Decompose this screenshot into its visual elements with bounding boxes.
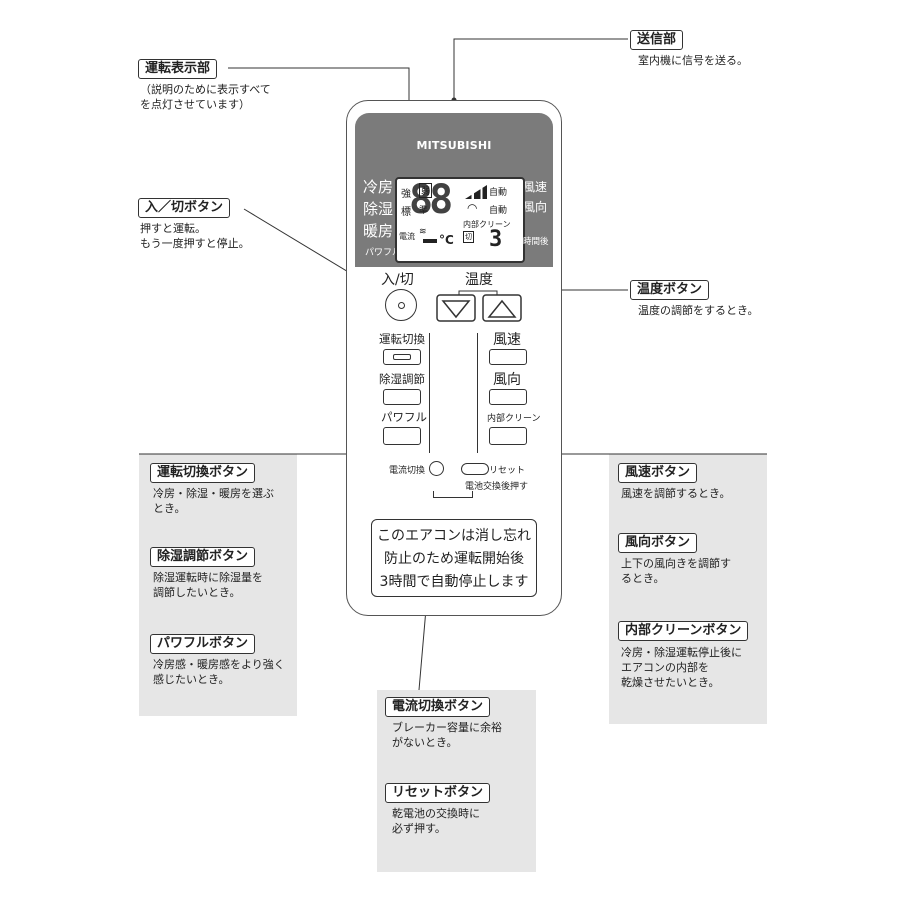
- notice-line-2: 防止のため運転開始後: [384, 551, 524, 567]
- powerful-button[interactable]: [383, 427, 421, 445]
- battery-note: 電池交換後押す: [465, 482, 529, 492]
- right-column-divider: [477, 333, 478, 453]
- lcd-celsius: °C: [439, 233, 454, 247]
- lcd-timer-digit: 3: [489, 227, 503, 252]
- signal-icon: ≋: [419, 227, 427, 237]
- lcd-weak: 弱: [419, 183, 433, 198]
- mode-button[interactable]: [383, 349, 421, 365]
- reset-button[interactable]: [461, 463, 489, 475]
- lcd-auto1: 自動: [489, 188, 508, 198]
- vane-icon: ◠: [467, 201, 478, 215]
- fan-speed-indicator: 風速: [523, 180, 548, 194]
- powerful-indicator: パワフル: [365, 248, 402, 258]
- bottom-callout-panel: [377, 690, 536, 872]
- air-direction-indicator: 風向: [523, 200, 548, 214]
- display-panel: MITSUBISHI 冷房 除湿 暖房 ◀◀◀ パワフル 風速 風向 強 弱 標…: [355, 113, 553, 267]
- callout-power-label: 入／切ボタン: [138, 198, 231, 218]
- fan-speed-button[interactable]: [489, 349, 527, 365]
- remote-control: MITSUBISHI 冷房 除湿 暖房 ◀◀◀ パワフル 風速 風向 強 弱 標…: [346, 100, 562, 616]
- powerful-button-label: パワフル: [381, 410, 427, 424]
- bottom-bracket: [433, 491, 473, 498]
- lcd-quasi: 準: [419, 206, 429, 216]
- callout-dehumid-desc: 除湿運転時に除湿量を 調節したいとき。: [153, 571, 263, 599]
- lcd-strong: 強: [401, 189, 411, 200]
- temperature-buttons: [436, 290, 522, 322]
- callout-mode-desc: 冷房・除湿・暖房を選ぶ とき。: [153, 487, 274, 515]
- power-label: 入/切: [381, 272, 414, 288]
- fan-level-icon: [465, 185, 487, 199]
- lcd-auto2: 自動: [489, 206, 508, 216]
- notice-line-1: このエアコンは消し忘れ: [377, 528, 531, 544]
- callout-internal-clean-label: 内部クリーンボタン: [618, 621, 749, 641]
- internal-clean-button[interactable]: [489, 427, 527, 445]
- callout-temperature-desc: 温度の調節をするとき。: [638, 304, 759, 317]
- air-direction-button-label: 風向: [493, 372, 521, 388]
- temperature-label: 温度: [465, 272, 493, 288]
- lcd-current: 電流: [399, 232, 415, 241]
- callout-temperature-label: 温度ボタン: [630, 280, 710, 300]
- callout-internal-clean-desc: 冷房・除湿運転停止後に エアコンの内部を 乾燥させたいとき。: [621, 646, 742, 689]
- callout-power-desc: 押すと運転。 もう一度押すと停止。: [140, 222, 250, 250]
- dehumid-button[interactable]: [383, 389, 421, 405]
- callout-current-switch-label: 電流切換ボタン: [385, 697, 491, 717]
- right-callout-panel: [609, 454, 767, 724]
- dehumid-button-label: 除湿調節: [379, 372, 425, 386]
- brand-logo: MITSUBISHI: [416, 139, 492, 152]
- callout-mode-label: 運転切換ボタン: [150, 463, 256, 483]
- callout-air-direction-desc: 上下の風向きを調節す るとき。: [621, 557, 731, 585]
- callout-display-label: 運転表示部: [138, 59, 218, 79]
- fan-speed-button-label: 風速: [493, 332, 521, 348]
- callout-air-direction-label: 風向ボタン: [618, 533, 698, 553]
- temp-up-button[interactable]: [482, 294, 522, 322]
- callout-transmitter-label: 送信部: [630, 30, 684, 50]
- callout-dehumid-label: 除湿調節ボタン: [150, 547, 256, 567]
- reset-label: リセット: [489, 466, 526, 476]
- left-column-divider: [429, 333, 430, 453]
- power-button[interactable]: [385, 289, 417, 321]
- callout-powerful-label: パワフルボタン: [150, 634, 256, 654]
- air-direction-button[interactable]: [489, 389, 527, 405]
- lcd-bars-icon: [423, 239, 437, 243]
- lcd-screen: 強 弱 標 準 88 電流 ≋ °C 自動 ◠ 自動 内部クリーン 切 3: [395, 177, 525, 263]
- callout-reset-label: リセットボタン: [385, 783, 491, 803]
- notice-line-3: 3時間で自動停止します: [379, 574, 529, 590]
- callout-display-desc: （説明のために表示すべて を点灯させています）: [140, 83, 271, 111]
- auto-stop-notice: このエアコンは消し忘れ 防止のため運転開始後 3時間で自動停止します: [371, 519, 537, 597]
- lcd-timer-unit: 時間後: [523, 237, 549, 247]
- callout-fan-speed-label: 風速ボタン: [618, 463, 698, 483]
- lcd-temperature-digits: 88: [409, 177, 453, 223]
- mode-button-bar: [393, 354, 411, 360]
- callout-powerful-desc: 冷房感・暖房感をより強く 感じたいとき。: [153, 658, 285, 686]
- left-callout-panel: [139, 454, 297, 716]
- current-switch-label: 電流切換: [389, 466, 426, 476]
- power-dot-icon: [398, 302, 405, 309]
- mode-cool-label: 冷房: [363, 178, 394, 196]
- internal-clean-button-label: 内部クリーン: [487, 414, 541, 424]
- lcd-cut: 切: [463, 231, 474, 243]
- lcd-internal-clean: 内部クリーン: [463, 220, 511, 229]
- mode-heat-label: 暖房: [363, 222, 394, 240]
- callout-current-switch-desc: ブレーカー容量に余裕 がないとき。: [392, 721, 502, 749]
- lcd-standard: 標: [401, 207, 411, 218]
- current-switch-button[interactable]: [429, 461, 444, 476]
- mode-button-label: 運転切換: [379, 332, 425, 346]
- callout-fan-speed-desc: 風速を調節するとき。: [621, 487, 731, 500]
- mode-dry-label: 除湿: [363, 200, 394, 218]
- temp-down-button[interactable]: [436, 294, 476, 322]
- callout-reset-desc: 乾電池の交換時に 必ず押す。: [392, 807, 480, 835]
- callout-transmitter-desc: 室内機に信号を送る。: [638, 54, 748, 67]
